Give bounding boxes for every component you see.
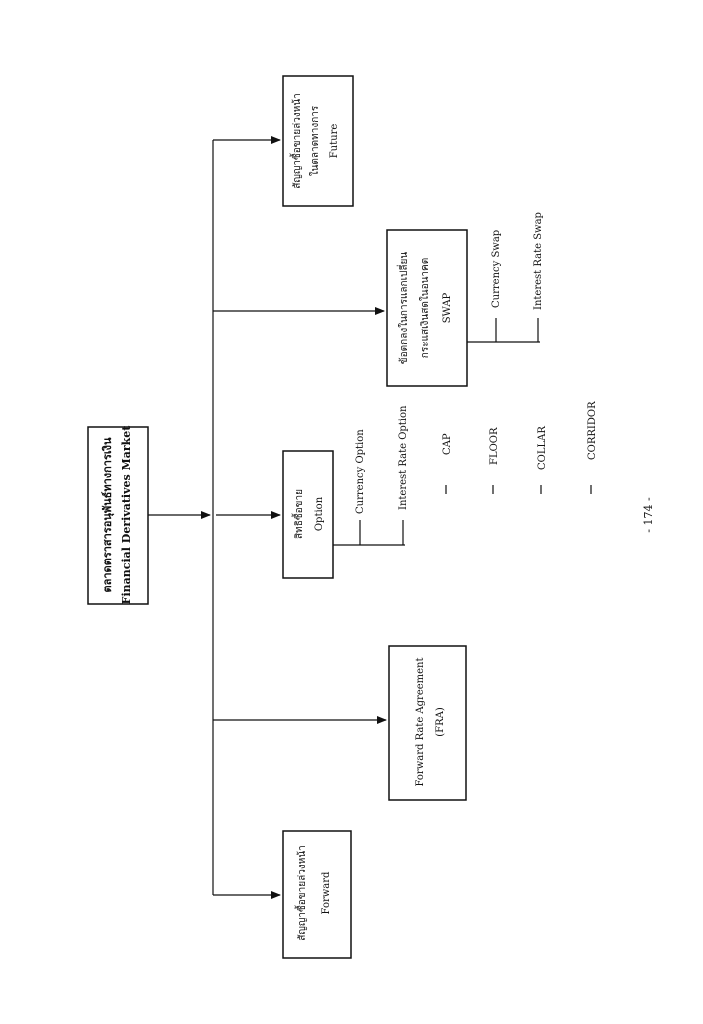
root-node: ตลาดตราสารอนุพันธ์ทางการเงิน Financial D… bbox=[87, 425, 149, 605]
option-type-cap: CAP bbox=[442, 433, 453, 455]
forward-title-thai: สัญญาซื้อขายล่วงหน้า bbox=[294, 845, 308, 941]
swap-children-bracket bbox=[467, 318, 540, 343]
option-children-bracket bbox=[333, 520, 405, 546]
option-child-currency-option: Currency Option bbox=[355, 429, 366, 514]
swap-child-currency-swap: Currency Swap bbox=[491, 230, 502, 308]
option-child-interest-rate-option: Interest Rate Option bbox=[398, 405, 409, 510]
future-title-english: Future bbox=[329, 124, 340, 159]
root-title-thai: ตลาดตราสารอนุพันธ์ทางการเงิน bbox=[101, 437, 115, 593]
option-node: สิทธิซื้อขาย Option bbox=[282, 450, 334, 579]
swap-title-english: SWAP bbox=[442, 292, 453, 323]
option-type-collar: COLLAR bbox=[537, 426, 548, 470]
interest-rate-option-types: CAP FLOOR COLLAR CORRIDOR bbox=[442, 401, 598, 494]
future-subtitle-thai: ในตลาดทางการ bbox=[309, 105, 321, 176]
future-title-thai: สัญญาซื้อขายล่วงหน้า bbox=[289, 93, 303, 189]
fra-title: Forward Rate Agreement bbox=[415, 657, 426, 786]
option-type-corridor: CORRIDOR bbox=[587, 401, 598, 460]
fra-node: Forward Rate Agreement (FRA) bbox=[388, 645, 467, 801]
option-type-floor: FLOOR bbox=[489, 427, 500, 465]
forward-title-english: Forward bbox=[321, 871, 332, 914]
fra-abbreviation: (FRA) bbox=[435, 707, 446, 737]
swap-subtitle-thai: กระแสเงินสดในอนาคต bbox=[419, 258, 431, 358]
page-number: - 174 - bbox=[642, 497, 655, 533]
option-title-english: Option bbox=[314, 496, 325, 531]
swap-node: ข้อตกลงในการแลกเปลี่ยน กระแสเงินสดในอนาค… bbox=[386, 229, 468, 387]
forward-node: สัญญาซื้อขายล่วงหน้า Forward bbox=[282, 830, 352, 959]
swap-child-interest-rate-swap: Interest Rate Swap bbox=[533, 212, 544, 310]
swap-title-thai: ข้อตกลงในการแลกเปลี่ยน bbox=[396, 252, 410, 365]
root-title-english: Financial Derivatives Market bbox=[120, 425, 133, 605]
option-title-thai: สิทธิซื้อขาย bbox=[291, 489, 305, 539]
future-node: สัญญาซื้อขายล่วงหน้า ในตลาดทางการ Future bbox=[282, 75, 354, 207]
